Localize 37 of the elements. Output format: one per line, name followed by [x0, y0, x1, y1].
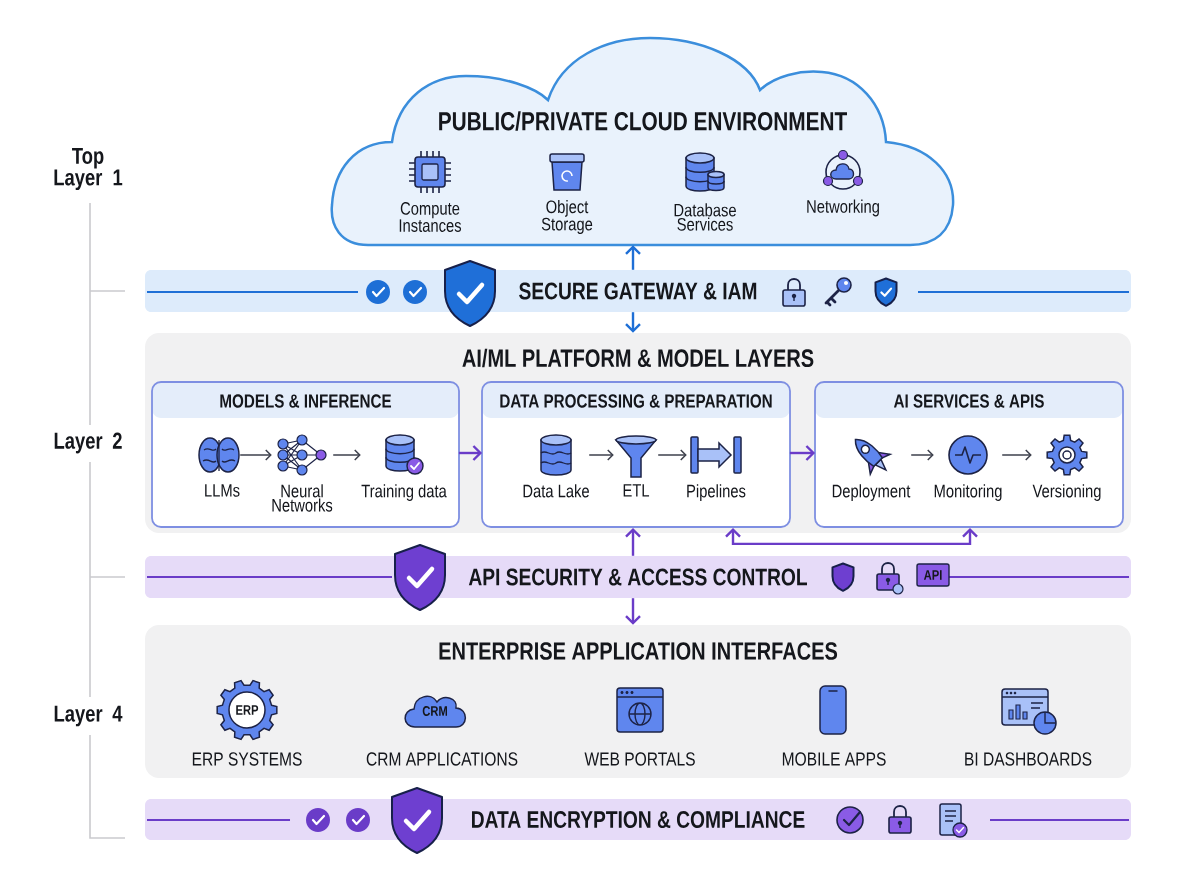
arrow	[332, 449, 361, 461]
arrow	[910, 449, 934, 461]
item-label: Object Storage	[541, 199, 593, 235]
item-label: MOBILE APPS	[782, 752, 886, 766]
arrow	[625, 245, 641, 270]
arrow	[239, 449, 272, 461]
item-label: Deployment	[832, 484, 911, 501]
item-label: Neural Networks	[272, 484, 333, 512]
arrow	[1001, 449, 1032, 461]
item-label: Data Lake	[523, 484, 589, 498]
item-label: CRM APPLICATIONS	[366, 752, 518, 766]
arrow	[625, 527, 641, 556]
item-label: WEB PORTALS	[584, 752, 695, 766]
item-label: Monitoring	[934, 484, 1002, 501]
arrow	[625, 598, 641, 625]
item-label: LLMs	[205, 484, 240, 497]
arrow	[657, 449, 687, 461]
layer-label: Layer 2	[54, 432, 122, 454]
item-label: Versioning	[1032, 484, 1101, 501]
icon-text: API	[923, 570, 942, 580]
layer-label: Top Layer 1	[54, 147, 123, 191]
item-label: Database Services	[674, 203, 736, 231]
item-label: BI DASHBOARDS	[965, 752, 1092, 766]
arrow	[625, 312, 641, 333]
item-label: Compute Instances	[399, 202, 462, 232]
arrow	[789, 445, 816, 461]
arrow	[725, 527, 978, 546]
item-label: Pipelines	[687, 484, 746, 501]
arrow	[458, 445, 483, 461]
layer-label: Layer 4	[54, 705, 123, 727]
item-label: Networking	[807, 199, 879, 217]
arrow	[588, 449, 614, 461]
item-label: ERP SYSTEMS	[192, 752, 302, 766]
icon-text: ERP	[236, 705, 259, 715]
icon-text: CRM	[422, 706, 447, 716]
item-label: ETL	[623, 484, 650, 497]
item-label: Training data	[361, 484, 447, 501]
